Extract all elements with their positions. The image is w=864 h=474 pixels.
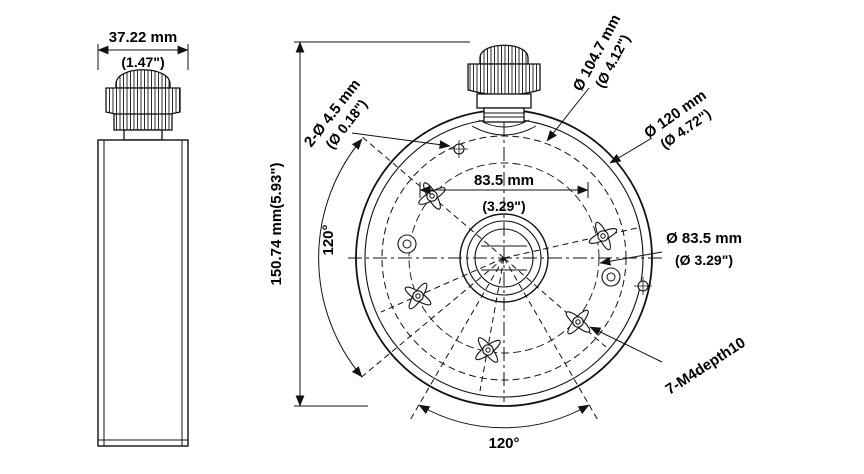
svg-text:120°: 120°	[320, 224, 337, 255]
wing-screw	[401, 279, 435, 313]
wing-screw	[585, 218, 621, 254]
pitch-dimension	[419, 182, 589, 198]
side-width-mm-label: 37.22 mm	[109, 29, 177, 46]
gland-boss-arc	[478, 119, 530, 128]
wing-screw	[562, 306, 594, 338]
gland-knurl-nut	[105, 87, 181, 118]
bottom-angle-label: 120°	[488, 435, 519, 452]
leader-lines	[351, 87, 663, 363]
gland-cap	[115, 69, 171, 89]
side-width-in-label: (1.47")	[121, 54, 164, 70]
pitch-mm-label: 83.5 mm	[474, 172, 534, 189]
svg-text:150.74 mm(5.93"): 150.74 mm(5.93")	[268, 162, 285, 285]
front-cable-gland	[467, 44, 541, 136]
body-outline	[97, 139, 189, 447]
center-hub	[459, 213, 549, 303]
svg-text:Ø 83.5 mm: Ø 83.5 mm	[666, 230, 742, 247]
side-width-dimension	[97, 44, 189, 70]
bolt-circle	[408, 162, 600, 354]
left-angle-arc	[318, 138, 363, 378]
small-hole	[633, 276, 653, 296]
side-body	[97, 139, 189, 447]
gland-neck	[123, 129, 163, 141]
holes-label: 2-Ø 4.5 mm (Ø 0.18")	[301, 76, 371, 152]
wing-screw	[472, 334, 504, 366]
height-label: 150.74 mm(5.93")	[268, 162, 285, 285]
height-dimension	[294, 41, 470, 407]
gland-collar	[483, 107, 525, 123]
pitch-in-label: (3.29")	[482, 198, 525, 214]
small-hole	[449, 139, 469, 159]
dia120-label: Ø 120 mm (Ø 4.72")	[641, 87, 714, 152]
svg-text:7-M4depth10: 7-M4depth10	[662, 334, 748, 398]
bottom-angle-arc	[418, 404, 590, 429]
front-view: 150.74 mm(5.93") 120° 120° 83.5 mm (3.29…	[268, 12, 749, 452]
gland-knurl-nut	[467, 63, 541, 96]
gland-boss-arc	[471, 125, 537, 136]
gland-cap	[479, 44, 529, 65]
screw-hole	[601, 267, 621, 287]
dia83-label: Ø 83.5 mm (Ø 3.29")	[666, 230, 742, 268]
screw-hole	[397, 234, 417, 254]
gland-locknut	[476, 93, 532, 109]
gland-locknut	[113, 113, 173, 131]
svg-text:(Ø 3.29"): (Ø 3.29")	[675, 252, 733, 268]
side-cable-gland	[105, 69, 181, 141]
left-angle-label: 120°	[320, 224, 337, 255]
dia104-label: Ø 104.7 mm (Ø 4.12")	[570, 12, 633, 94]
side-view: 37.22 mm (1.47")	[97, 29, 189, 447]
thread-label: 7-M4depth10	[662, 334, 748, 398]
